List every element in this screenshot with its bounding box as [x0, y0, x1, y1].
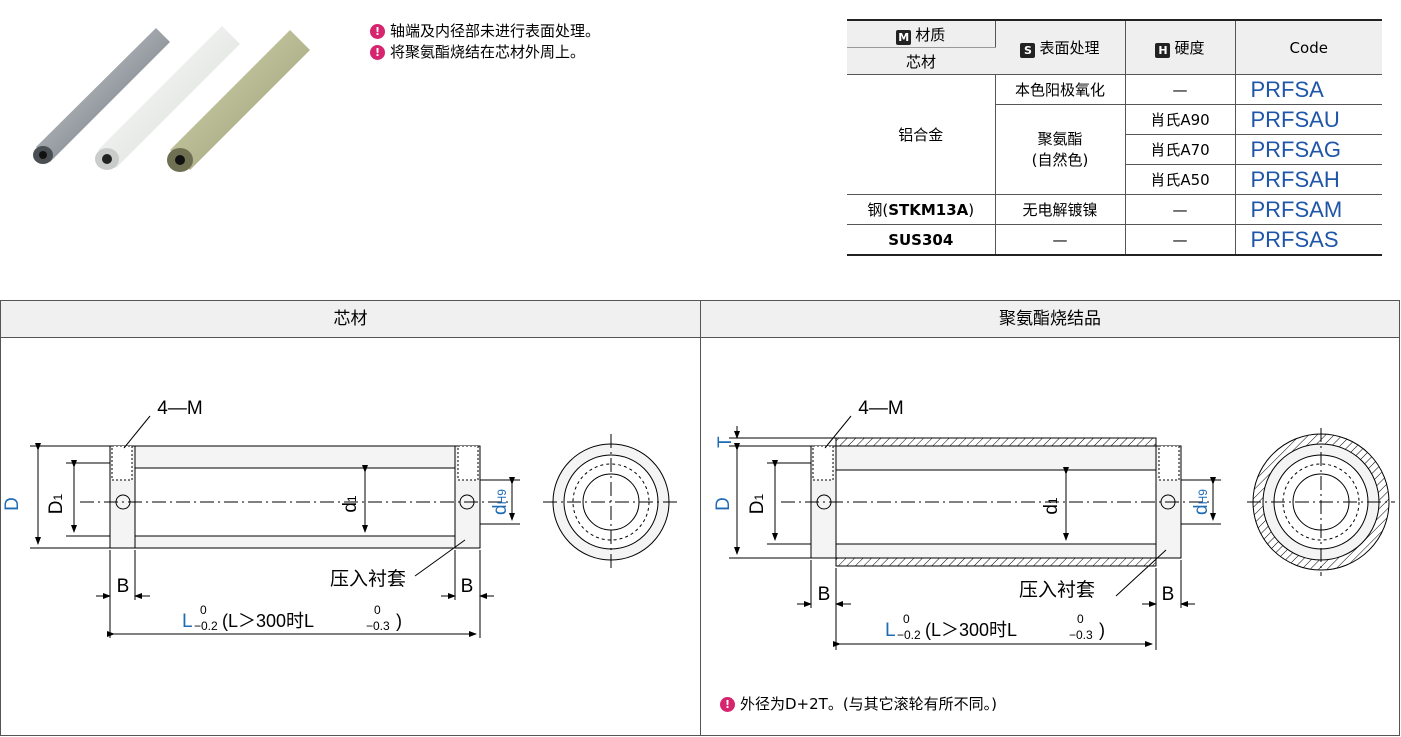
svg-text:0: 0	[1077, 612, 1084, 626]
exclamation-icon: !	[720, 696, 735, 712]
press-bush-label: 压入衬套	[330, 568, 406, 590]
svg-text:): )	[396, 611, 402, 631]
note-text: 将聚氨酯烧结在芯材外周上。	[390, 43, 586, 61]
table-row: 肖氏A50 PRFSAH	[847, 164, 1382, 195]
table-row: 聚氨酯 (自然色) 肖氏A90 PRFSAU	[847, 104, 1382, 195]
svg-text:−0.3: −0.3	[366, 619, 390, 633]
surface-urethane: 聚氨酯	[1037, 129, 1083, 148]
dim-4M: 4—M	[858, 398, 903, 419]
dim-dH9: dH9	[1191, 489, 1212, 515]
roller-white	[95, 26, 240, 170]
header-core: 芯材	[847, 47, 995, 75]
note-2: ! 将聚氨酯烧结在芯材外周上。	[370, 42, 585, 62]
surface-nickel: 无电解镀镍	[995, 194, 1126, 225]
hardness-badge-icon: H	[1155, 43, 1171, 58]
material-badge-icon: M	[896, 29, 912, 45]
material-sus304: SUS304	[847, 224, 996, 256]
hardness-none: —	[1125, 74, 1236, 105]
dim-d1: d1	[1041, 497, 1062, 515]
hardness-none: —	[1125, 224, 1236, 256]
dim-L: L 0 −0.2 (L＞300时L 0 −0.3 )	[885, 612, 1105, 642]
table-row: SUS304 — — PRFSAS	[847, 224, 1382, 256]
hardness-a90: 肖氏A90	[1125, 104, 1236, 135]
dim-B-left: B	[818, 584, 831, 605]
surface-anodized: 本色阳极氧化	[995, 74, 1126, 105]
roller-urethane	[167, 30, 310, 172]
svg-text:L: L	[885, 620, 896, 641]
hardness-a70: 肖氏A70	[1125, 134, 1236, 165]
code-cell[interactable]: PRFSAH	[1235, 164, 1382, 195]
material-aluminium: 铝合金	[847, 74, 996, 195]
hardness-a50: 肖氏A50	[1125, 164, 1236, 195]
table-row: 铝合金 本色阳极氧化 — PRFSA	[847, 74, 1382, 195]
surface-badge-icon: S	[1020, 43, 1036, 58]
dim-D: D	[713, 497, 734, 511]
note-text: 轴端及内径部未进行表面处理。	[390, 22, 601, 40]
urethane-drawing: T D D1 d1 dH9 4—M B B 压入衬套 L 0 −0.2 (L＞3…	[713, 398, 1395, 650]
dim-L: L 0 −0.2 (L＞300时L 0 −0.3 )	[182, 603, 402, 633]
header-material: 材质	[915, 25, 946, 44]
section-core-title: 芯材	[1, 301, 700, 338]
exclamation-icon: !	[370, 23, 385, 39]
dim-D1: D1	[46, 493, 67, 514]
svg-text:0: 0	[200, 603, 207, 617]
code-cell[interactable]: PRFSAG	[1235, 134, 1382, 165]
dim-4M: 4—M	[157, 398, 202, 419]
svg-text:0: 0	[374, 603, 381, 617]
dim-B-left: B	[117, 576, 130, 597]
svg-text:−0.2: −0.2	[897, 628, 921, 642]
svg-text:−0.3: −0.3	[1069, 628, 1093, 642]
svg-text:L: L	[182, 611, 193, 632]
svg-text:−0.2: −0.2	[194, 619, 218, 633]
header-surface: 表面处理	[1039, 39, 1100, 57]
svg-text:): )	[1099, 620, 1105, 640]
header-hardness: 硬度	[1174, 39, 1205, 57]
dim-B-right: B	[461, 576, 474, 597]
code-cell[interactable]: PRFSAM	[1235, 194, 1382, 225]
table-row: 钢(STKM13A) 无电解镀镍 — PRFSAM	[847, 194, 1382, 225]
dim-d1: d1	[340, 495, 361, 513]
dim-D1: D1	[747, 493, 768, 514]
section-urethane-title: 聚氨酯烧结品	[701, 301, 1399, 338]
section-divider	[700, 301, 701, 736]
dim-D: D	[2, 497, 23, 511]
table-row: 肖氏A70 PRFSAG	[847, 134, 1382, 165]
footnote: ! 外径为D+2T。(与其它滚轮有所不同。)	[720, 694, 997, 714]
dim-dH9: dH9	[490, 489, 511, 515]
footnote-text: 外径为D+2T。(与其它滚轮有所不同。)	[740, 695, 998, 713]
code-cell[interactable]: PRFSAU	[1235, 104, 1382, 135]
press-bush-label: 压入衬套	[1019, 579, 1095, 601]
code-cell[interactable]: PRFSAS	[1235, 224, 1382, 256]
dim-B-right: B	[1162, 584, 1175, 605]
product-photo	[33, 26, 310, 172]
svg-text:(L＞300时L: (L＞300时L	[222, 611, 314, 631]
surface-none: —	[995, 224, 1126, 256]
header-code: Code	[1235, 19, 1382, 75]
hardness-none: —	[1125, 194, 1236, 225]
svg-text:(L＞300时L: (L＞300时L	[925, 620, 1017, 640]
exclamation-icon: !	[370, 44, 385, 60]
dim-T: T	[715, 436, 736, 448]
svg-text:0: 0	[903, 612, 910, 626]
material-steel: 钢(STKM13A)	[847, 194, 996, 225]
roller-aluminium	[33, 28, 170, 164]
surface-urethane-note: (自然色)	[1031, 150, 1089, 169]
core-drawing: D D1 d1 dH9 4—M B B 压入衬套 L 0 −0.2 (L＞300…	[2, 398, 679, 638]
note-1: ! 轴端及内径部未进行表面处理。	[370, 21, 600, 41]
code-cell[interactable]: PRFSA	[1235, 74, 1382, 105]
